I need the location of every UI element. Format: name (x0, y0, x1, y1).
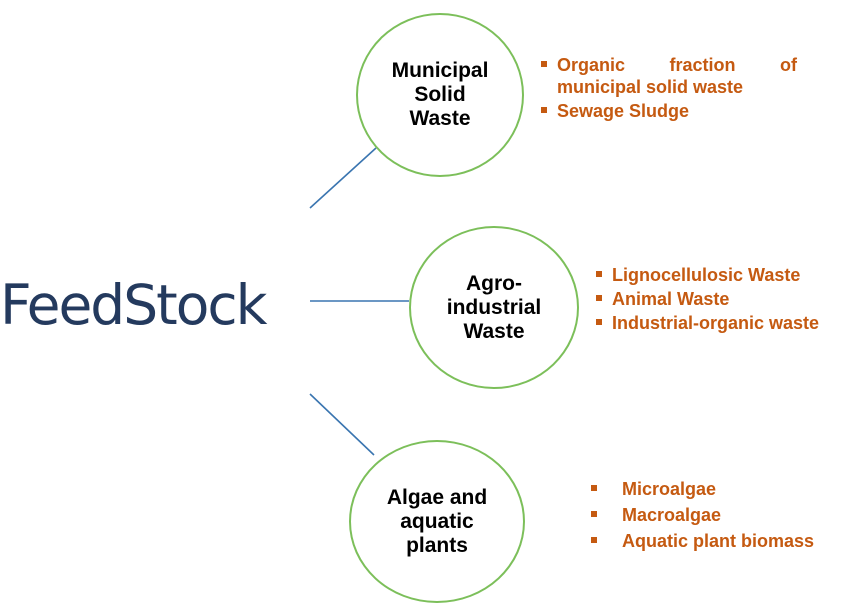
list-algae-items: Microalgae Macroalgae Aquatic plant biom… (591, 478, 843, 556)
node-label: Agro- industrial Waste (446, 271, 542, 343)
list-agro-industrial-items: Lignocellulosic Waste Animal Waste Indus… (596, 264, 848, 336)
node-label: Algae and aquatic plants (386, 485, 488, 557)
connector-algae (309, 393, 375, 456)
node-label: Municipal Solid Waste (391, 59, 489, 130)
list-item: Aquatic plant biomass (591, 530, 843, 552)
node-municipal-solid-waste: Municipal Solid Waste (356, 13, 524, 177)
list-item: Animal Waste (596, 288, 848, 310)
node-algae-aquatic-plants: Algae and aquatic plants (349, 440, 525, 603)
list-item: Organic fraction of municipal solid wast… (541, 54, 797, 98)
list-item: Lignocellulosic Waste (596, 264, 848, 286)
node-agro-industrial-waste: Agro- industrial Waste (409, 226, 579, 389)
list-item: Industrial-organic waste (596, 312, 848, 334)
list-item: Macroalgae (591, 504, 843, 526)
list-item: Sewage Sludge (541, 100, 797, 122)
connector-msw (309, 147, 377, 209)
root-node-feedstock: FeedStock (0, 273, 267, 337)
list-item: Microalgae (591, 478, 843, 500)
list-municipal-solid-waste-items: Organic fraction of municipal solid wast… (541, 54, 797, 124)
